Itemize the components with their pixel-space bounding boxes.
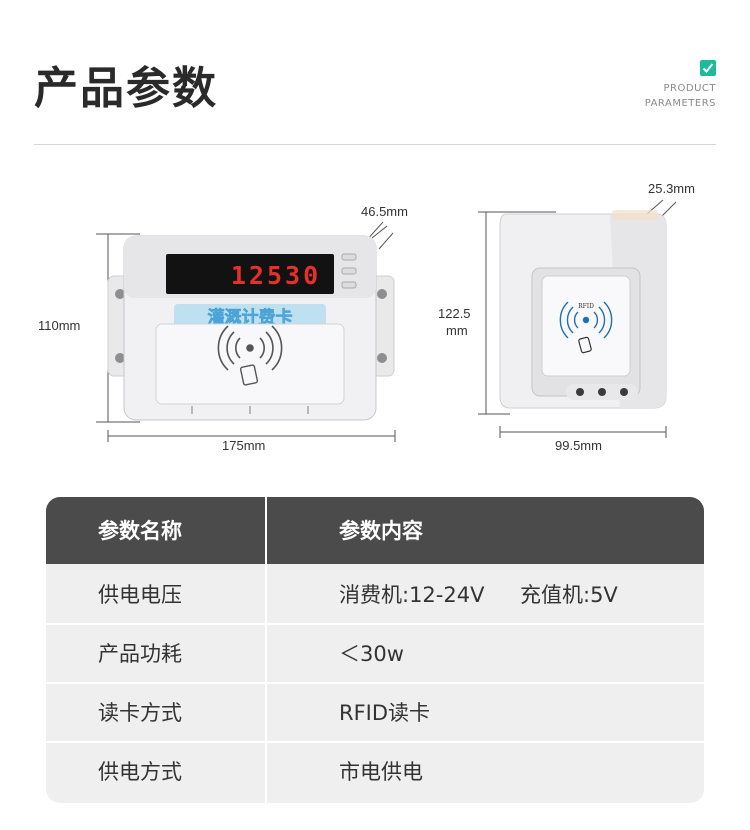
dim-left-depth: 46.5mm <box>361 204 408 219</box>
row-name: 供电方式 <box>98 760 182 784</box>
device-label: 灌溉计费卡 <box>208 307 293 328</box>
table-row: 供电方式 市电供电 <box>46 743 704 800</box>
table-row: 产品功耗 ＜30w <box>46 625 704 682</box>
row-value-secondary: 充值机:5V <box>520 583 618 607</box>
page-title: 产品参数 <box>34 63 218 114</box>
row-name: 供电电压 <box>98 583 182 607</box>
brand-line-1: PRODUCT <box>663 83 716 94</box>
dim-left-width: 175mm <box>222 438 266 453</box>
table-header: 参数名称 参数内容 <box>46 497 704 564</box>
table-row: 读卡方式 RFID读卡 <box>46 684 704 741</box>
recharge-device-image: RFID <box>478 199 677 438</box>
row-name: 读卡方式 <box>98 701 182 725</box>
row-divider <box>46 682 704 684</box>
row-value: RFID读卡 <box>339 701 431 725</box>
dim-right-height-line2: mm <box>446 323 468 338</box>
row-name: 产品功耗 <box>98 642 182 666</box>
led-display: 12530 <box>231 261 321 290</box>
dim-right-height-line1: 122.5 <box>438 306 471 321</box>
column-divider <box>265 497 267 803</box>
parameter-table: 参数名称 参数内容 供电电压 消费机:12-24V 充值机:5V 产品功耗 ＜3… <box>46 497 704 803</box>
row-value: 市电供电 <box>339 760 423 784</box>
header-param-value: 参数内容 <box>339 519 423 543</box>
dim-right-width: 99.5mm <box>555 438 602 453</box>
rfid-label: RFID <box>578 303 594 310</box>
brand-line-2: PARAMETERS <box>644 98 716 109</box>
dim-right-depth: 25.3mm <box>648 181 695 196</box>
check-icon <box>700 60 716 76</box>
header-param-name: 参数名称 <box>98 519 182 543</box>
dim-left-height: 110mm <box>38 318 81 333</box>
consumer-device-image: 12530 灌溉计费卡 <box>96 221 396 442</box>
row-divider <box>46 623 704 625</box>
row-value: ＜30w <box>339 642 404 666</box>
row-value: 消费机:12-24V <box>339 583 485 607</box>
table-row: 供电电压 消费机:12-24V 充值机:5V <box>46 566 704 623</box>
row-divider <box>46 741 704 743</box>
header-divider <box>34 144 716 145</box>
